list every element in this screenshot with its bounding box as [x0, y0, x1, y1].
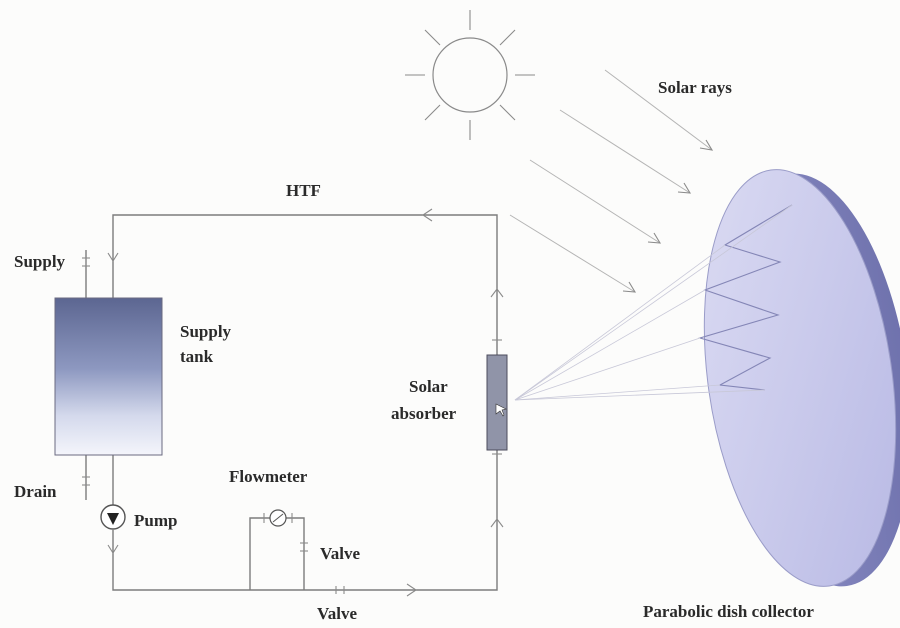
supply-tank-label-line2: tank [180, 347, 214, 366]
solar-rays-label: Solar rays [658, 78, 732, 97]
sun-icon [405, 10, 535, 140]
parabolic-dish-collector [514, 169, 900, 587]
supply-tank-label-line1: Supply [180, 322, 232, 341]
htf-label: HTF [286, 181, 321, 200]
drain-label: Drain [14, 482, 57, 501]
supply-label: Supply [14, 252, 66, 271]
flowmeter-icon [263, 509, 293, 527]
flowmeter-label: Flowmeter [229, 467, 308, 486]
solar-absorber-label-line1: Solar [409, 377, 448, 396]
solar-absorber-label-line2: absorber [391, 404, 457, 423]
supply-tank [54, 297, 163, 456]
htf-pipe-circuit [85, 208, 504, 597]
main-valve-icon [335, 586, 345, 594]
parabolic-dish-label: Parabolic dish collector [643, 602, 814, 621]
drain-valve-icon [82, 476, 90, 486]
main-valve-label: Valve [317, 604, 357, 623]
bypass-valve-icon [300, 542, 308, 552]
supply-valve-icon [82, 257, 90, 267]
bypass-valve-label: Valve [320, 544, 360, 563]
solar-absorber [486, 354, 508, 451]
solar-rays [509, 69, 714, 293]
pump-icon [100, 504, 126, 530]
pump-label: Pump [134, 511, 177, 530]
